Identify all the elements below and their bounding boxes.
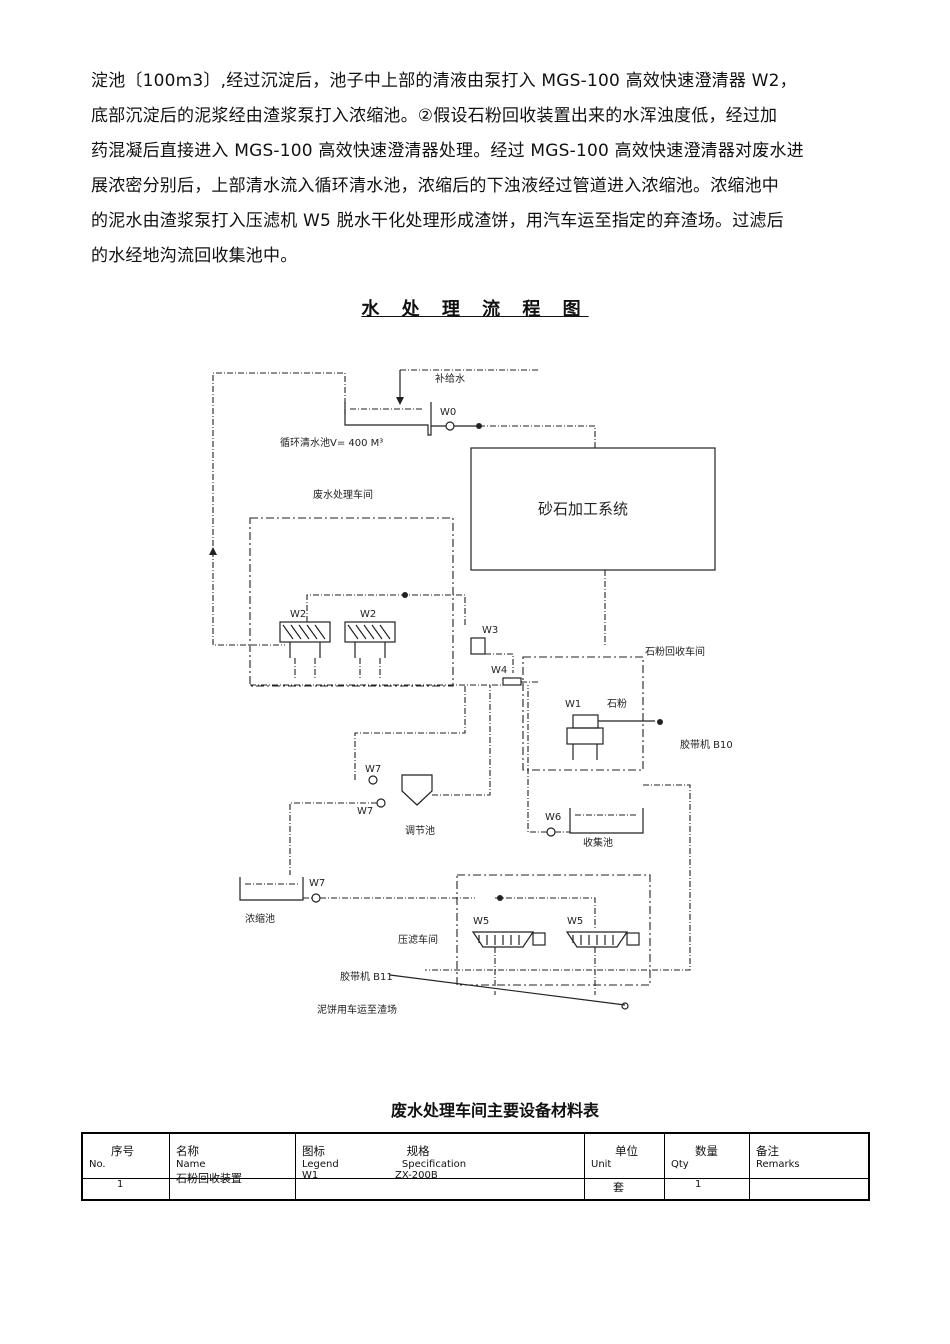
w7a-label: W7	[365, 764, 381, 775]
conveyor-end	[621, 1002, 629, 1010]
header-name: 名称 Name	[169, 1132, 296, 1179]
filter-workshop-box	[456, 874, 651, 986]
clarifier-w2b	[344, 621, 396, 658]
cell-legend-spec: W1 ZX-200B	[295, 1170, 585, 1201]
dosing-unit-w3	[470, 637, 486, 655]
clarifier-feed-line	[306, 594, 466, 625]
equipment-table-title: 废水处理车间主要设备材料表	[390, 1101, 599, 1120]
w0-label: W0	[440, 407, 456, 418]
belt-b11-label: 胶带机 B11	[340, 970, 393, 983]
table-row: 1 石粉回收装置 W1 ZX-200B 套 1	[81, 1170, 870, 1201]
stone-recovery-box	[522, 656, 644, 771]
header-legend-spec: 图标 规格 Legend Specification	[295, 1132, 585, 1179]
stone-recovery-label: 石粉回收车间	[645, 645, 705, 658]
pump-w7b	[376, 798, 386, 808]
pump-w7c	[311, 893, 321, 903]
filtrate-return-line	[425, 784, 691, 971]
paragraph-line: 的水经地沟流回收集池中。	[91, 246, 298, 266]
supply-line	[479, 425, 596, 448]
valve-node	[402, 592, 408, 598]
cell-remarks	[749, 1178, 870, 1201]
arrow-marker	[209, 547, 217, 555]
table-header-row: 序号 No. 名称 Name 图标 规格 Legend Specificatio…	[81, 1132, 870, 1179]
w2b-label: W2	[360, 609, 376, 620]
water-treatment-flow-diagram: 补给水 W0 循环清水池V= 400 M³ 砂石加工系统 废水处理车间 W2 W…	[195, 355, 735, 1025]
cell-name: 石粉回收装置	[169, 1172, 296, 1201]
valve-node	[497, 895, 503, 901]
pump-w0	[445, 421, 455, 431]
diagram-title: 水 处 理 流 程 图	[0, 295, 950, 321]
paragraph-line: 药混凝后直接进入 MGS-100 高效快速澄清器处理。经过 MGS-100 高效…	[91, 141, 804, 161]
collection-pump-line	[527, 685, 570, 833]
belt-b10-label: 胶带机 B10	[680, 738, 733, 751]
w5b-label: W5	[567, 916, 583, 927]
thickening-pool-label: 浓缩池	[245, 912, 275, 925]
w6-label: W6	[545, 812, 561, 823]
collection-pool	[569, 808, 644, 834]
adjust-pool-label: 调节池	[405, 824, 435, 837]
recovery-unit-w1	[566, 714, 604, 760]
w7c-label: W7	[309, 878, 325, 889]
mixer-w4	[502, 677, 522, 686]
adjust-feed-line	[432, 685, 491, 796]
sand-processing-system	[470, 447, 716, 571]
w7b-label: W7	[357, 806, 373, 817]
w3-label: W3	[482, 625, 498, 636]
adjust-to-thick-line	[289, 802, 377, 875]
clarifier-w2a	[279, 621, 331, 658]
truck-note-label: 泥饼用车运至渣场	[317, 1003, 397, 1016]
flow-diagram-svg: 补给水 W0 循环清水池V= 400 M³ 砂石加工系统 废水处理车间 W2 W…	[209, 369, 733, 1016]
belt-b11-conveyor	[389, 974, 626, 1006]
thickening-pool	[239, 877, 304, 901]
adjust-pool	[401, 774, 433, 806]
equipment-table: 序号 No. 名称 Name 图标 规格 Legend Specificatio…	[81, 1132, 870, 1201]
circulating-pool	[344, 402, 432, 436]
filter-press-w5a	[471, 931, 546, 948]
sand-system-label: 砂石加工系统	[538, 500, 628, 518]
diagram-title-text: 水 处 理 流 程 图	[361, 299, 589, 320]
pump-w7a	[368, 775, 378, 785]
paragraph-line: 底部沉淀后的泥浆经由渣浆泵打入浓缩池。②假设石粉回收装置出来的水浑浊度低，经过加	[91, 106, 778, 126]
w2a-label: W2	[290, 609, 306, 620]
body-paragraph: 淀池〔100m3〕,经过沉淀后，池子中上部的清液由泵打入 MGS-100 高效快…	[91, 64, 861, 274]
mixing-line	[250, 681, 540, 686]
w5a-label: W5	[473, 916, 489, 927]
paragraph-line: 展浓密分别后，上部清水流入循环清水池，浓缩后的下浊液经过管道进入浓缩池。浓缩池中	[91, 176, 779, 196]
conveyor-end	[657, 719, 663, 725]
pump-w6	[546, 827, 556, 837]
dosing-line	[485, 653, 514, 673]
w4-label: W4	[491, 665, 507, 676]
circulating-pool-label: 循环清水池V= 400 M³	[280, 436, 383, 449]
arrow-marker	[396, 397, 404, 405]
makeup-water-label: 补给水	[435, 372, 465, 385]
clear-water-return-line	[212, 372, 346, 646]
header-remarks: 备注 Remarks	[749, 1132, 870, 1179]
cell-unit: 套	[584, 1178, 665, 1201]
adjust-return-line	[354, 685, 466, 780]
cell-no: 1	[81, 1178, 170, 1201]
cake-drop-lines	[494, 947, 596, 995]
paragraph-line: 淀池〔100m3〕,经过沉淀后，池子中上部的清液由泵打入 MGS-100 高效快…	[91, 71, 797, 91]
header-unit: 单位 Unit	[584, 1132, 665, 1179]
cell-qty: 1	[664, 1178, 750, 1201]
wastewater-workshop-label: 废水处理车间	[313, 488, 373, 501]
header-qty: 数量 Qty	[664, 1132, 750, 1179]
wastewater-workshop-box	[249, 517, 454, 687]
paragraph-line: 的泥水由渣浆泵打入压滤机 W5 脱水干化处理形成渣饼，用汽车运至指定的弃渣场。过…	[91, 211, 784, 231]
collection-pool-label: 收集池	[583, 836, 613, 849]
stone-powder-label: 石粉	[607, 697, 627, 710]
filter-press-w5b	[565, 931, 640, 948]
header-no: 序号 No.	[81, 1132, 170, 1179]
w1-label: W1	[565, 699, 581, 710]
clarifier-outlets	[294, 658, 381, 680]
filter-feed-line	[495, 897, 596, 930]
filter-workshop-label: 压滤车间	[398, 933, 438, 946]
